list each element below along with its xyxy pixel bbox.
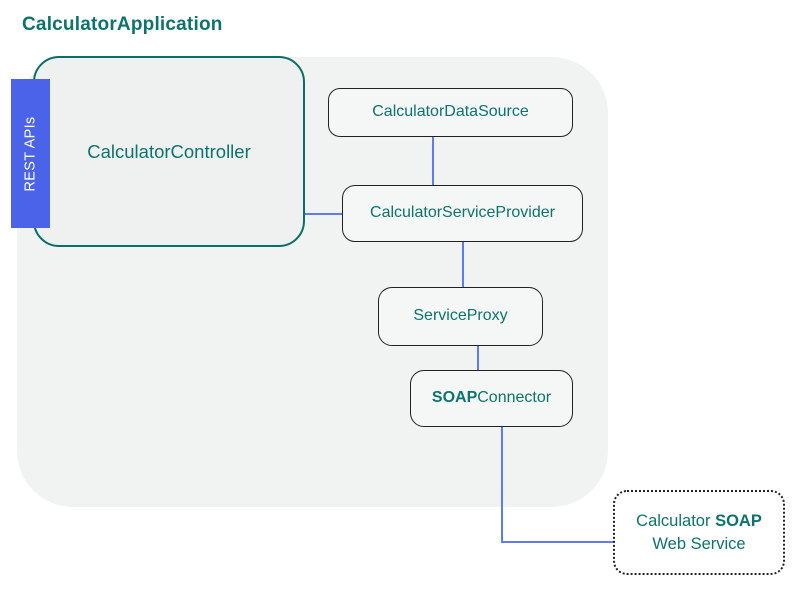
diagram-title: CalculatorApplication — [22, 14, 223, 35]
calculator-controller-label: CalculatorController — [87, 140, 251, 162]
node-soap-connector: SOAPConnector — [410, 370, 573, 427]
edge-serviceproxy-to-soapconnector — [477, 345, 479, 371]
node-calculator-service-provider: CalculatorServiceProvider — [342, 185, 583, 242]
edge-serviceprovider-to-serviceproxy — [462, 241, 464, 288]
node-calculator-data-source: CalculatorDataSource — [328, 88, 573, 137]
soap-connector-label-bold: SOAP — [431, 389, 478, 407]
node-calculator-soap-web-service: Calculator SOAP Web Service — [613, 490, 785, 575]
soap-connector-label-regular: Connector — [477, 389, 552, 407]
edge-soapconnector-to-webservice-vertical — [501, 427, 503, 543]
rest-apis-label: REST APIs — [22, 116, 39, 191]
soap-connector-label: SOAPConnector — [432, 388, 551, 409]
calculator-soap-web-service-label: Calculator SOAP Web Service — [636, 510, 762, 555]
service-proxy-label: ServiceProxy — [413, 307, 508, 325]
webservice-word2: SOAP — [715, 512, 762, 531]
rest-apis-badge: REST APIs — [11, 79, 50, 228]
edge-datasource-to-serviceprovider — [432, 136, 434, 186]
edge-controller-to-serviceprovider — [305, 213, 343, 215]
edge-soapconnector-to-webservice-horizontal — [501, 541, 614, 543]
calculator-service-provider-label: CalculatorServiceProvider — [370, 204, 555, 222]
calculator-data-source-label: CalculatorDataSource — [372, 103, 529, 121]
webservice-word1: Calculator — [636, 512, 711, 531]
webservice-line2: Web Service — [652, 534, 746, 553]
node-service-proxy: ServiceProxy — [378, 287, 543, 346]
node-calculator-controller: CalculatorController — [33, 56, 305, 247]
